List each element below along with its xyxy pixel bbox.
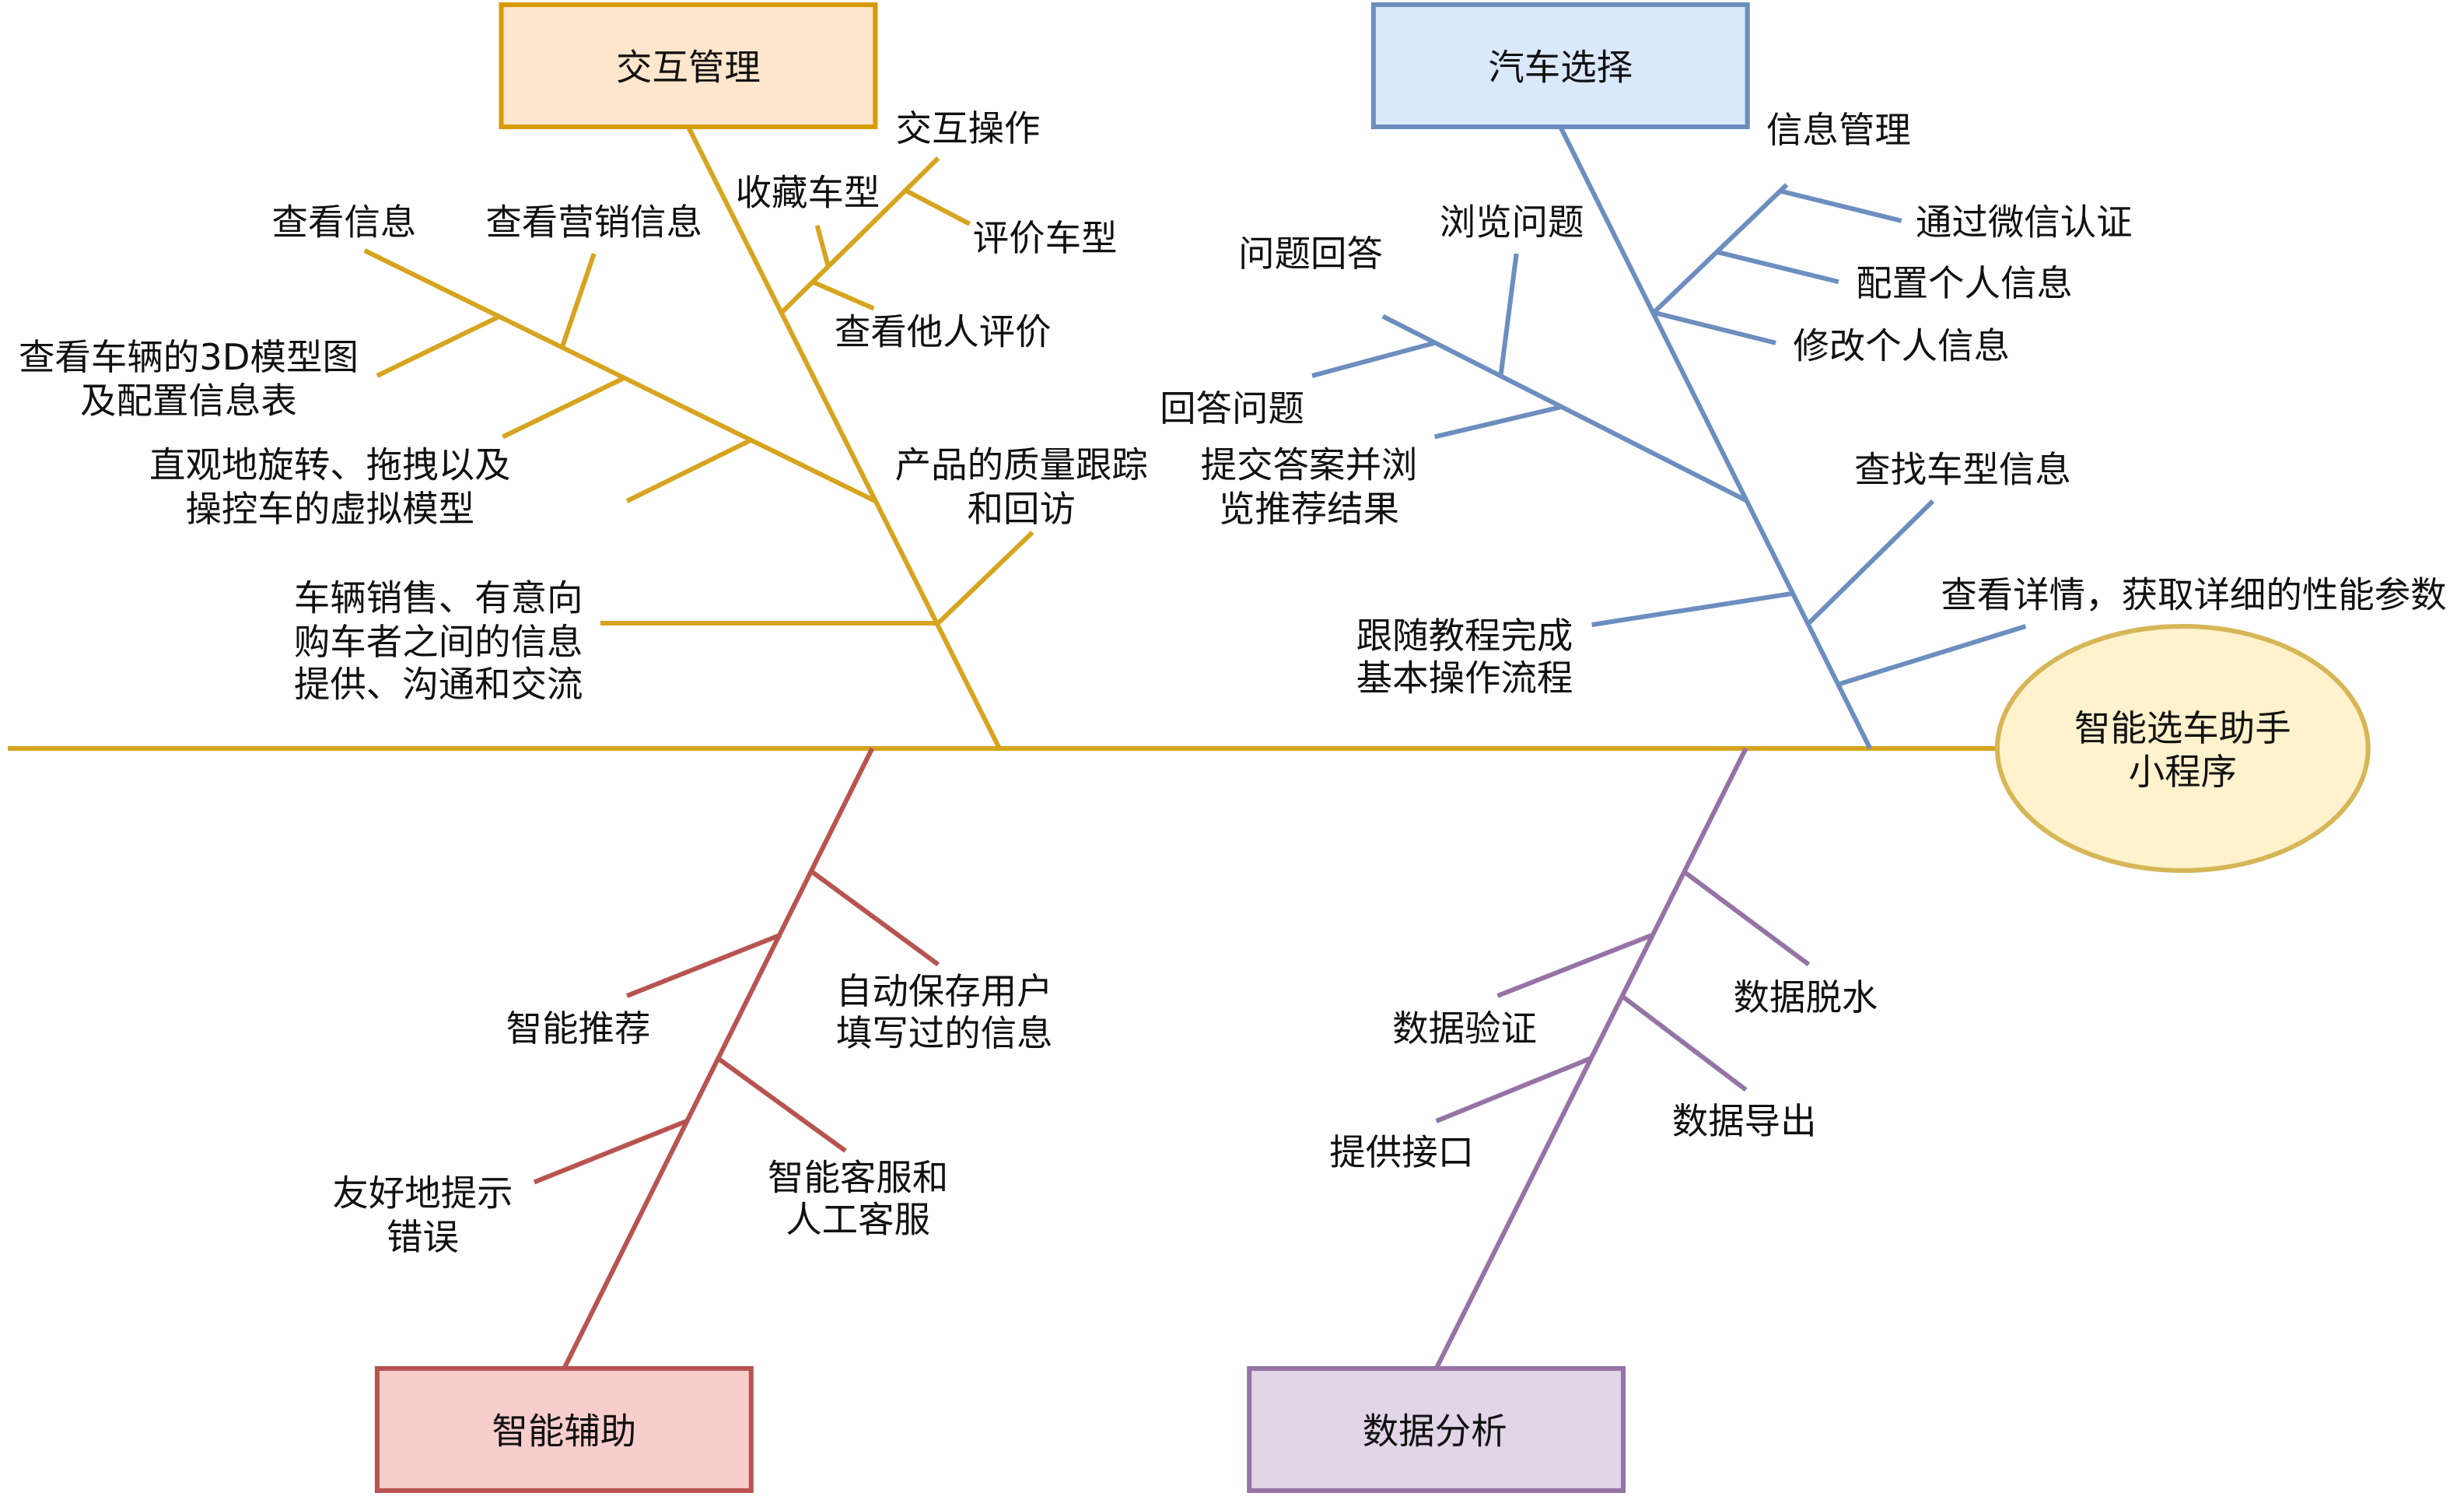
sub-bone-unlabeled bbox=[625, 437, 753, 503]
category-box-smart-assistance bbox=[374, 1365, 754, 1493]
sub-bone-configure-profile bbox=[1717, 250, 1839, 285]
cause-bone-qa bbox=[1381, 314, 1749, 503]
cause-bone-error-hints bbox=[533, 1119, 688, 1185]
bones-smart-assistance bbox=[533, 747, 940, 1370]
sub-bone-edit-profile bbox=[1655, 310, 1776, 345]
sub-cause-label-3d-model: 及配置信息表 bbox=[80, 380, 297, 422]
effect-label-line-1: 智能选车助手 bbox=[2074, 707, 2291, 749]
category-car-selection: 汽车选择 信息管理 通过微信认证 配置个人信息 修改个人信息 问题回答 浏览问题… bbox=[1160, 2, 2447, 750]
cause-bone-data-validation bbox=[1496, 932, 1654, 998]
cause-bone-interaction-ops bbox=[779, 156, 940, 315]
sub-cause-label-collect-models: 收藏车型 bbox=[736, 172, 880, 214]
category-box-data-analysis bbox=[1247, 1365, 1626, 1493]
sub-cause-label-wechat-auth: 通过微信认证 bbox=[1916, 202, 2133, 244]
bones-car-selection bbox=[1311, 125, 2027, 750]
sub-cause-label-view-reviews: 查看他人评价 bbox=[835, 311, 1052, 353]
category-title-interaction-management: 交互管理 bbox=[616, 47, 761, 89]
cause-label-view-details: 查看详情，获取详细的性能参数 bbox=[1941, 574, 2446, 616]
cause-label-autosave: 填写过的信息 bbox=[836, 1012, 1053, 1054]
category-interaction-management: 交互管理 交互操作 收藏车型 评价车型 查看他人评价 查看信息 查看营销信息 查… bbox=[19, 2, 1148, 750]
cause-label-quality-tracking: 产品的质量跟踪 bbox=[895, 444, 1148, 486]
sub-bone-collect-models bbox=[814, 225, 831, 267]
cause-label-quality-tracking: 和回访 bbox=[968, 488, 1076, 530]
effect-ellipse bbox=[1994, 623, 2371, 873]
cause-label-info-management: 信息管理 bbox=[1766, 109, 1911, 151]
cause-label-qa: 问题回答 bbox=[1238, 233, 1383, 275]
cause-label-recommendation: 智能推荐 bbox=[506, 1008, 651, 1050]
sub-bone-wechat-auth bbox=[1780, 188, 1902, 223]
cause-label-find-models: 查找车型信息 bbox=[1854, 449, 2071, 491]
cause-label-provide-api: 提供接口 bbox=[1329, 1131, 1474, 1173]
sub-cause-label-rotate-drag: 操控车的虚拟模型 bbox=[185, 488, 474, 530]
sub-bone-submit-answers bbox=[1433, 405, 1561, 440]
cause-bone-data-export bbox=[1620, 994, 1748, 1092]
cause-bone-quality-tracking bbox=[936, 531, 1034, 626]
category-title-car-selection: 汽车选择 bbox=[1488, 47, 1633, 89]
bones-data-analysis bbox=[1433, 747, 1811, 1370]
effect-label-line-2: 小程序 bbox=[2129, 751, 2237, 793]
sub-bone-rate-models bbox=[905, 188, 971, 226]
category-smart-assistance: 智能辅助 自动保存用户 填写过的信息 智能推荐 智能客服和 人工客服 友好地提示… bbox=[332, 747, 1053, 1493]
sub-bone-rotate-drag bbox=[502, 375, 627, 440]
sub-cause-label-submit-answers: 览推荐结果 bbox=[1219, 488, 1399, 530]
cause-bone-data-dehydration bbox=[1683, 870, 1811, 967]
sub-cause-label-view-marketing: 查看营销信息 bbox=[485, 202, 702, 244]
cause-bone-recommendation bbox=[626, 932, 782, 998]
sub-cause-label-answer-questions: 回答问题 bbox=[1160, 387, 1304, 429]
sub-bone-view-reviews bbox=[811, 279, 875, 311]
sub-bone-browse-questions bbox=[1498, 253, 1519, 377]
sub-bone-view-marketing bbox=[560, 253, 597, 347]
cause-bone-view-info bbox=[363, 248, 877, 503]
cause-label-tutorial: 跟随教程完成 bbox=[1356, 615, 1573, 657]
cause-label-data-export: 数据导出 bbox=[1672, 1100, 1817, 1142]
cause-label-sales-communication: 提供、沟通和交流 bbox=[294, 664, 583, 706]
category-data-analysis: 数据分析 数据脱水 数据验证 数据导出 提供接口 bbox=[1247, 747, 1878, 1493]
sub-cause-label-browse-questions: 浏览问题 bbox=[1440, 202, 1584, 244]
sub-cause-label-rate-models: 评价车型 bbox=[973, 217, 1118, 259]
category-title-data-analysis: 数据分析 bbox=[1363, 1411, 1507, 1453]
sub-cause-label-configure-profile: 配置个人信息 bbox=[1856, 262, 2073, 304]
effect-head: 智能选车助手 小程序 bbox=[1994, 623, 2371, 873]
category-title-smart-assistance: 智能辅助 bbox=[492, 1411, 636, 1453]
cause-label-sales-communication: 购车者之间的信息 bbox=[294, 621, 583, 663]
cause-label-autosave: 自动保存用户 bbox=[836, 970, 1053, 1012]
sub-bone-answer-questions bbox=[1311, 340, 1436, 378]
cause-bone-provide-api bbox=[1435, 1056, 1591, 1123]
main-bone bbox=[686, 125, 1002, 750]
cause-label-error-hints: 错误 bbox=[387, 1216, 459, 1258]
cause-label-tutorial: 基本操作流程 bbox=[1356, 657, 1573, 699]
cause-label-sales-communication: 车辆销售、有意向 bbox=[294, 577, 583, 619]
cause-bone-view-details bbox=[1837, 624, 2027, 687]
cause-bone-customer-service bbox=[716, 1057, 847, 1153]
bones-interaction-management bbox=[363, 125, 1034, 750]
cause-label-interaction-ops: 交互操作 bbox=[896, 107, 1041, 149]
cause-label-error-hints: 友好地提示 bbox=[332, 1172, 513, 1214]
main-bone bbox=[1433, 747, 1748, 1370]
category-box-car-selection bbox=[1370, 2, 1750, 130]
sub-cause-label-3d-model: 查看车辆的3D模型图 bbox=[19, 336, 359, 378]
cause-label-view-info: 查看信息 bbox=[272, 202, 417, 244]
sub-cause-label-submit-answers: 提交答案并浏 bbox=[1201, 444, 1418, 486]
cause-bone-tutorial bbox=[1591, 591, 1794, 627]
main-bone bbox=[1558, 125, 1873, 750]
cause-label-customer-service: 人工客服 bbox=[786, 1199, 930, 1241]
cause-label-data-dehydration: 数据脱水 bbox=[1734, 976, 1878, 1018]
cause-label-customer-service: 智能客服和 bbox=[768, 1156, 948, 1198]
sub-bone-3d-model bbox=[376, 314, 501, 378]
cause-label-data-validation: 数据验证 bbox=[1392, 1008, 1537, 1050]
cause-bone-info-management bbox=[1651, 183, 1789, 315]
cause-bone-find-models bbox=[1807, 499, 1935, 626]
sub-cause-label-edit-profile: 修改个人信息 bbox=[1793, 325, 2010, 367]
sub-cause-label-rotate-drag: 直观地旋转、拖拽以及 bbox=[149, 444, 510, 486]
category-box-interaction-management bbox=[499, 2, 878, 130]
cause-bone-autosave bbox=[810, 870, 940, 967]
